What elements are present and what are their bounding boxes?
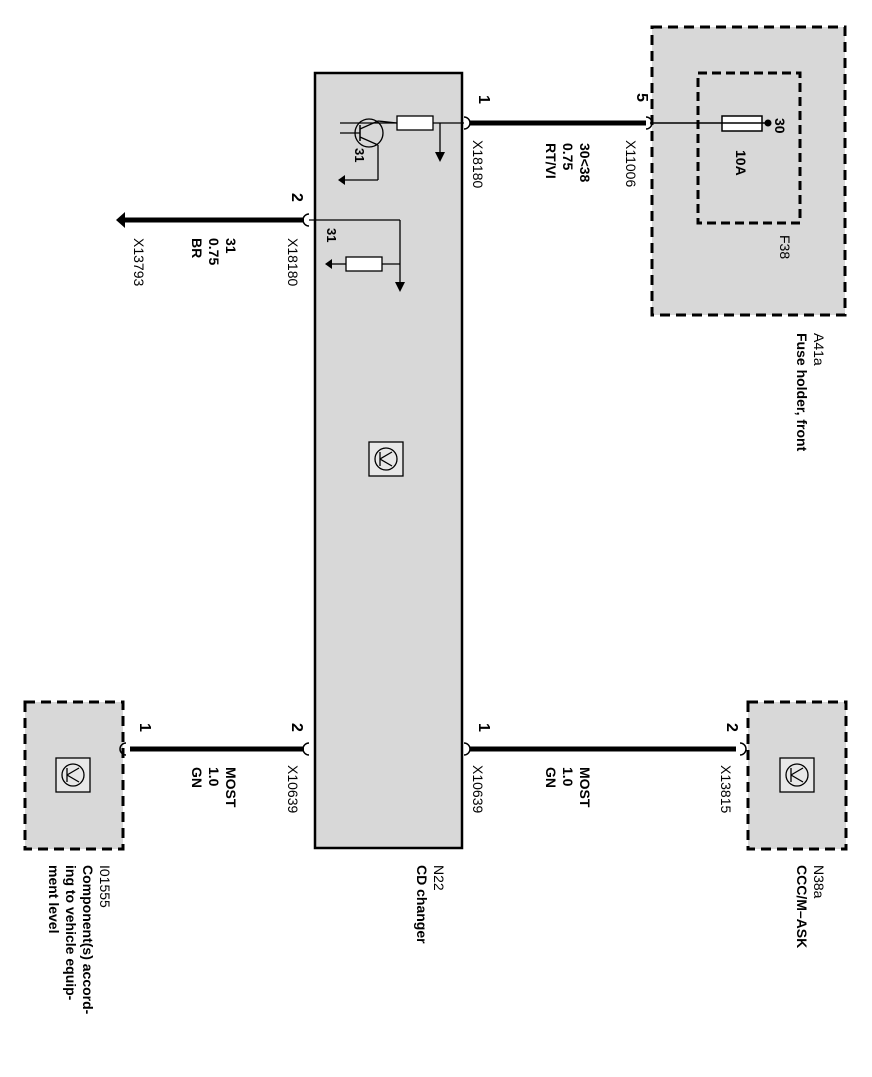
wire-most-top-color: GN: [543, 767, 559, 788]
wire-power-label: 30<38: [577, 143, 593, 183]
component-pin: 1: [136, 723, 153, 732]
transistor-icon: [779, 757, 815, 793]
cd-changer-name: CD changer: [414, 865, 430, 944]
cd-connector-power: X18180: [470, 140, 486, 188]
wire-most-top-label: MOST: [577, 767, 593, 808]
ccc-name: CCC/M–ASK: [794, 865, 810, 948]
fuse-id: F38: [777, 235, 793, 259]
cd-changer-n22: 1 X18180 31 2 X18180 31: [285, 71, 492, 944]
ccc-pin: 2: [723, 723, 740, 732]
wire-power-color: RT/VI: [543, 143, 559, 179]
cd-pin-2: 2: [288, 193, 305, 202]
cd-most-pin-2: 2: [288, 723, 305, 732]
wire-ground: 31 0.75 BR X13793: [116, 212, 304, 286]
wire-power: 30<38 0.75 RT/VI: [470, 120, 646, 183]
cd-internal-ground-1: 31: [352, 148, 367, 162]
ccc-id: N38a: [811, 865, 827, 899]
cd-pin-1: 1: [475, 95, 492, 104]
fuse-terminal-30: 30: [772, 118, 788, 134]
wire-ground-gauge: 0.75: [206, 238, 222, 265]
fuse-holder-id: A41a: [811, 333, 827, 366]
cd-changer-id: N22: [431, 865, 447, 891]
cd-connector-ground: X18180: [285, 238, 301, 286]
component-i01555: 1 I01555 Component(s) accord- ing to veh…: [23, 700, 153, 1015]
fuse-holder-a41a: 30 10A F38 A41a Fuse holder, front 5 X11…: [623, 25, 847, 452]
cd-connector-most-1: X10639: [470, 765, 486, 813]
component-id: I01555: [97, 865, 113, 908]
ground-point-id: X13793: [131, 238, 147, 286]
component-name-line3: ment level: [46, 865, 62, 933]
wire-ground-label: 31: [223, 238, 239, 254]
wire-ground-color: BR: [189, 238, 205, 258]
transistor-icon: [55, 757, 91, 793]
fuse-holder-pin: 5: [633, 93, 650, 102]
component-name-line1: Component(s) accord-: [80, 865, 96, 1015]
fuse-holder-connector: X11006: [623, 140, 639, 187]
component-name-line2: ing to vehicle equip-: [63, 865, 79, 1001]
wire-most-top: MOST 1.0 GN: [470, 746, 736, 808]
transistor-icon: [368, 441, 404, 477]
wire-most-bottom-gauge: 1.0: [206, 767, 222, 787]
wire-most-bottom-label: MOST: [223, 767, 239, 808]
wire-most-top-gauge: 1.0: [560, 767, 576, 787]
cd-most-pin-1: 1: [475, 723, 492, 732]
ccc-connector: X13815: [718, 765, 734, 813]
fuse-holder-name: Fuse holder, front: [794, 333, 810, 452]
fuse-rating: 10A: [733, 150, 749, 176]
cd-connector-most-2: X10639: [285, 765, 301, 813]
cd-internal-ground-2: 31: [324, 228, 339, 242]
wire-most-bottom: MOST 1.0 GN: [130, 746, 304, 808]
ccc-n38a: 2 X13815 N38a CCC/M–ASK: [718, 700, 848, 948]
wire-power-gauge: 0.75: [560, 143, 576, 170]
wire-most-bottom-color: GN: [189, 767, 205, 788]
